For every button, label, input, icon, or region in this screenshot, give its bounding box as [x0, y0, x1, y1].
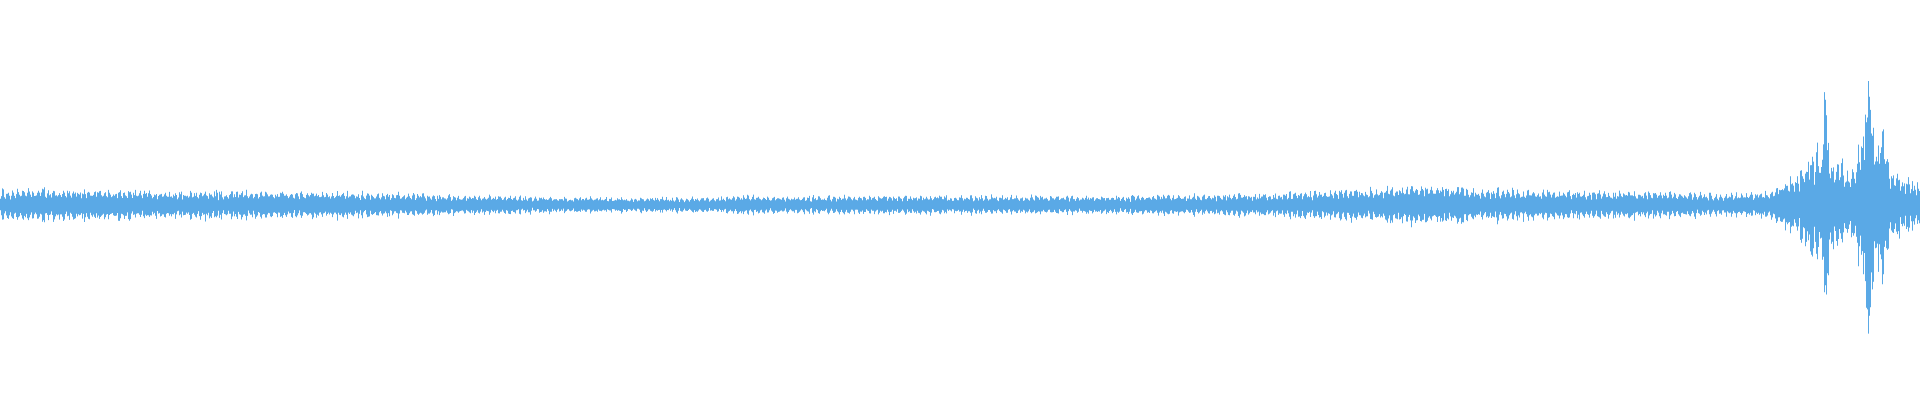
waveform-samples: [0, 81, 1920, 334]
